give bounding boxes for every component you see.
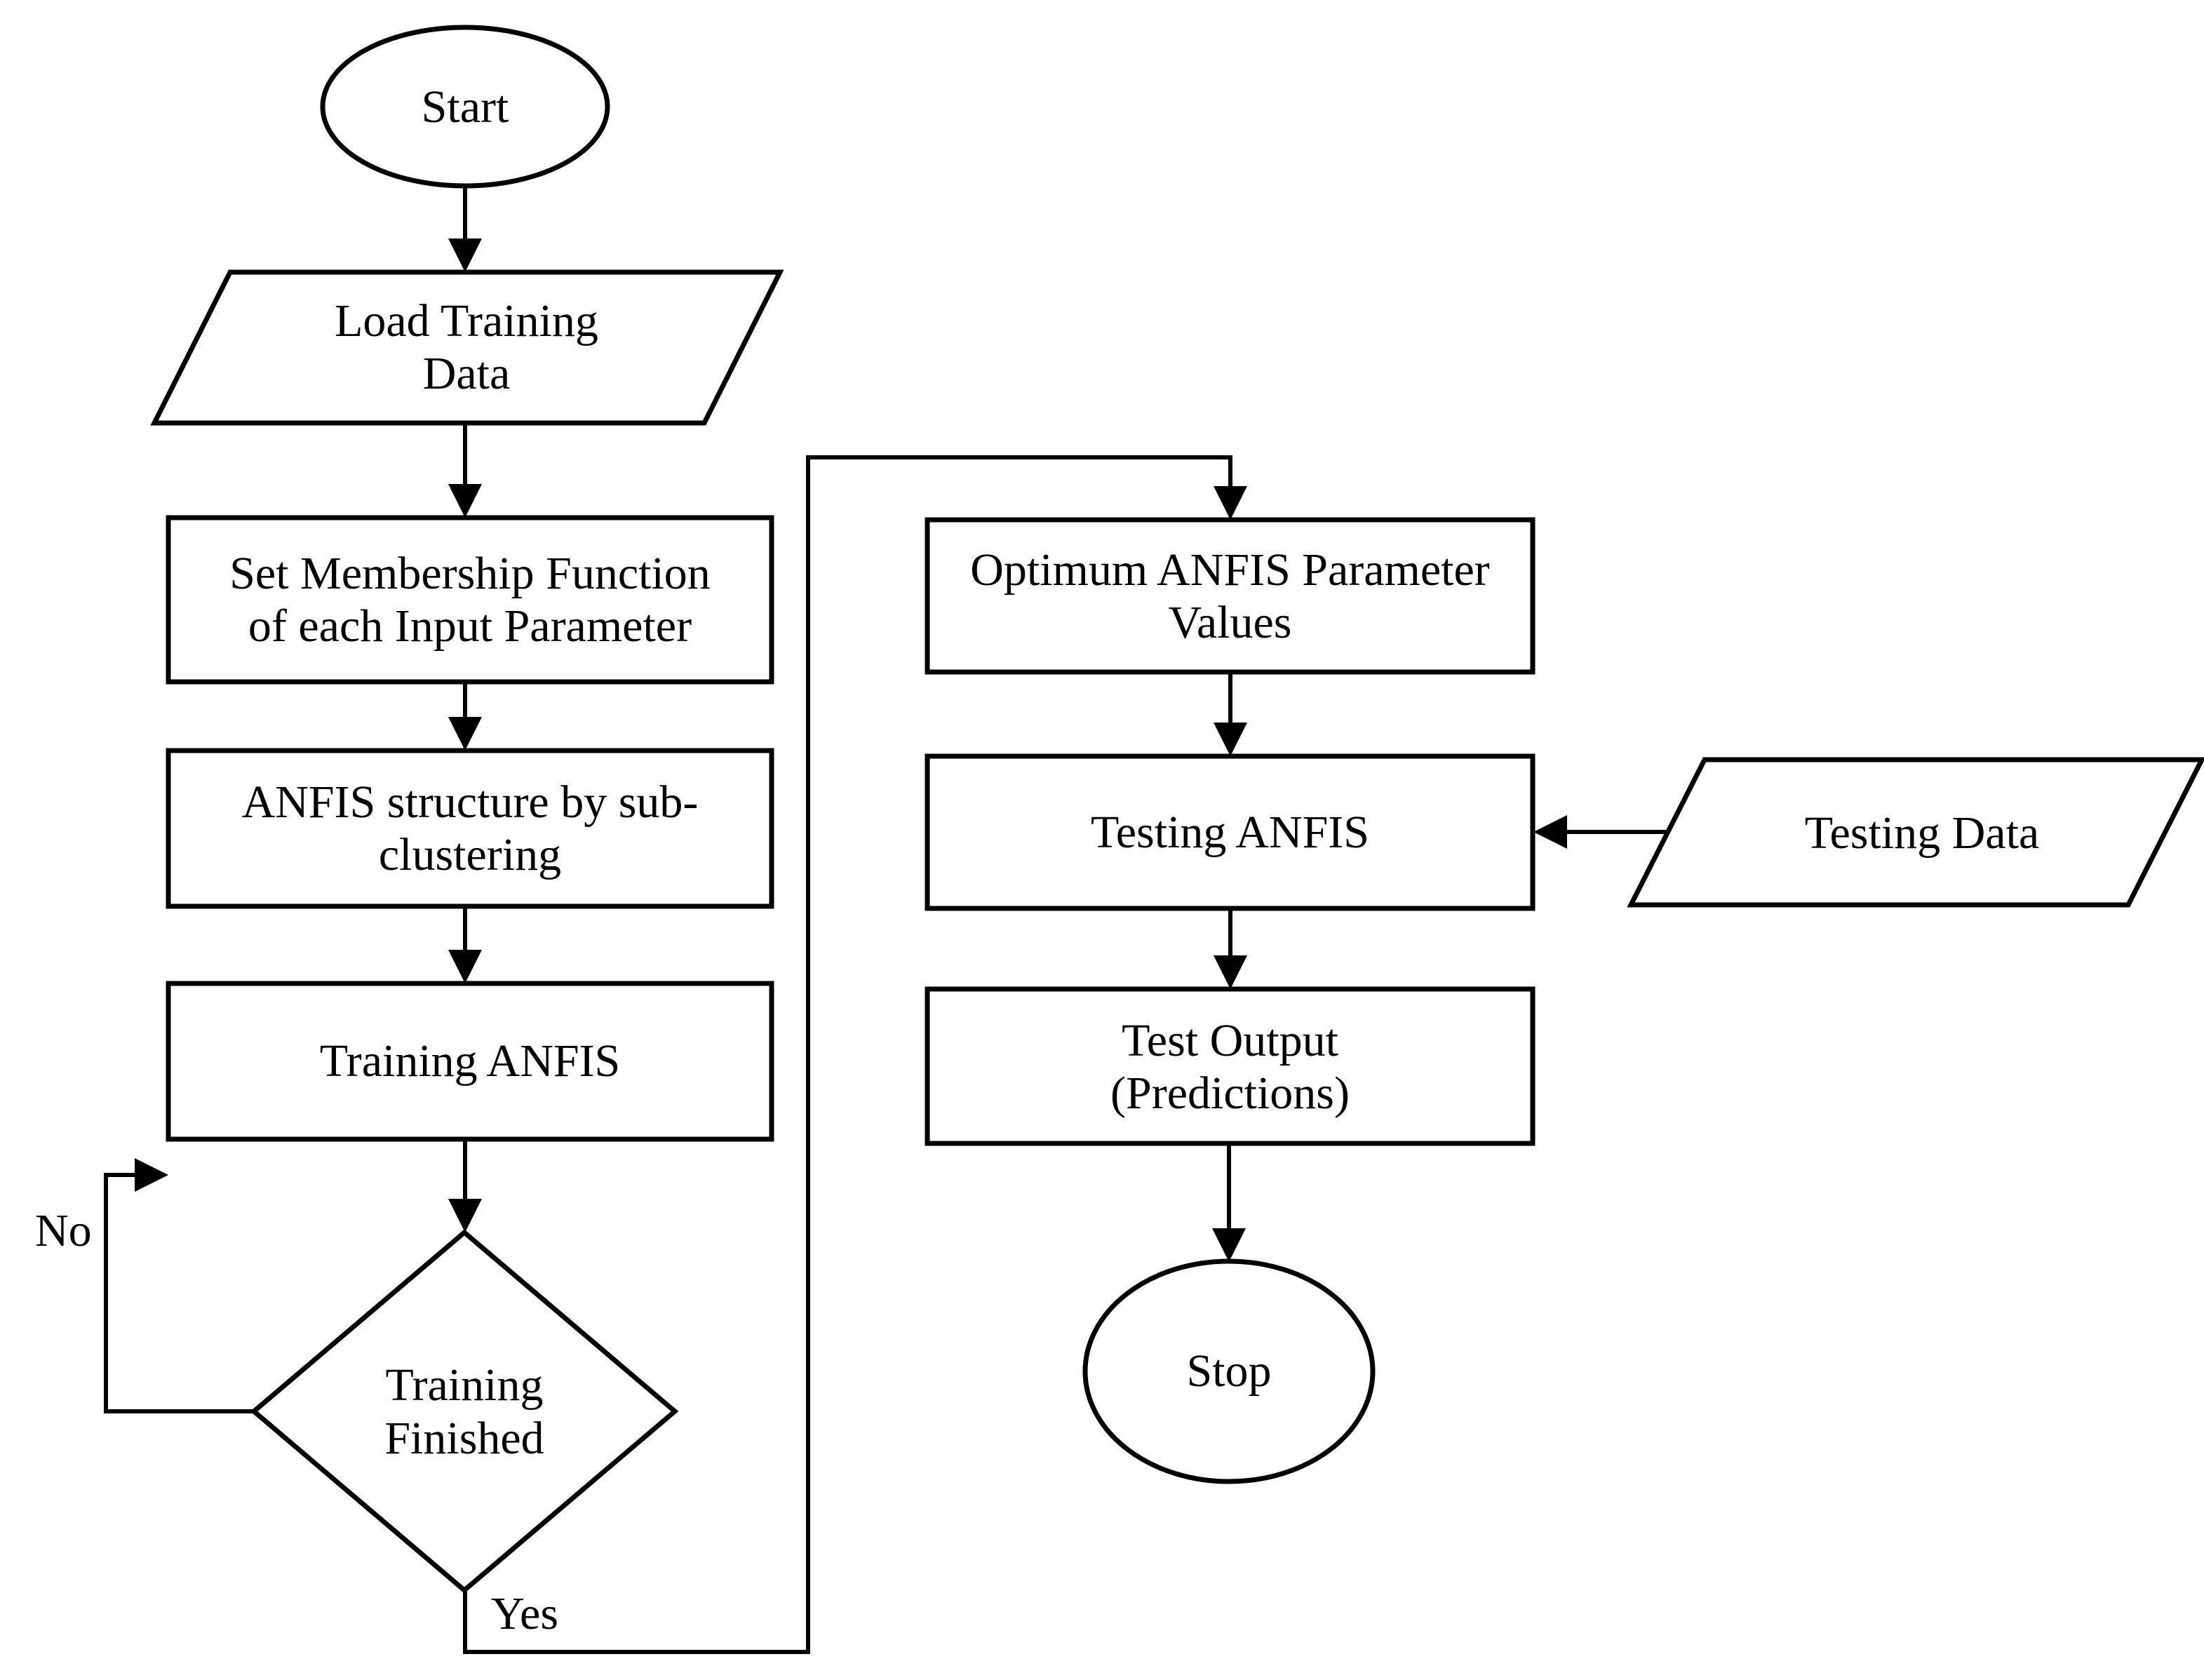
edge-label-no: No bbox=[35, 1205, 92, 1256]
node-testing-anfis-shape bbox=[925, 753, 1536, 911]
node-training-anfis-shape bbox=[166, 981, 774, 1142]
edge-no-feedback bbox=[104, 1158, 254, 1413]
edge-yes-to-optimum bbox=[463, 455, 1247, 1654]
node-optimum-parameters-shape bbox=[925, 517, 1536, 675]
node-set-membership-shape bbox=[166, 515, 774, 685]
node-training-finished[interactable] bbox=[254, 1232, 675, 1590]
node-testing-anfis[interactable] bbox=[927, 756, 1533, 908]
node-anfis-structure[interactable] bbox=[168, 751, 772, 906]
node-stop[interactable] bbox=[1085, 1261, 1373, 1481]
node-load-training-data[interactable] bbox=[154, 272, 780, 424]
edge-label-yes: Yes bbox=[491, 1588, 559, 1639]
node-start[interactable] bbox=[323, 28, 607, 187]
node-testing-data-shape bbox=[1627, 757, 2204, 908]
node-testing-data[interactable] bbox=[1631, 760, 2202, 905]
node-set-membership[interactable] bbox=[168, 518, 772, 682]
node-test-output-shape bbox=[925, 986, 1536, 1146]
node-test-output[interactable] bbox=[927, 989, 1533, 1143]
node-training-anfis[interactable] bbox=[168, 983, 772, 1139]
node-optimum-parameters[interactable] bbox=[927, 520, 1533, 672]
node-anfis-structure-shape bbox=[166, 748, 774, 909]
node-load-training-data-shape bbox=[150, 269, 784, 426]
